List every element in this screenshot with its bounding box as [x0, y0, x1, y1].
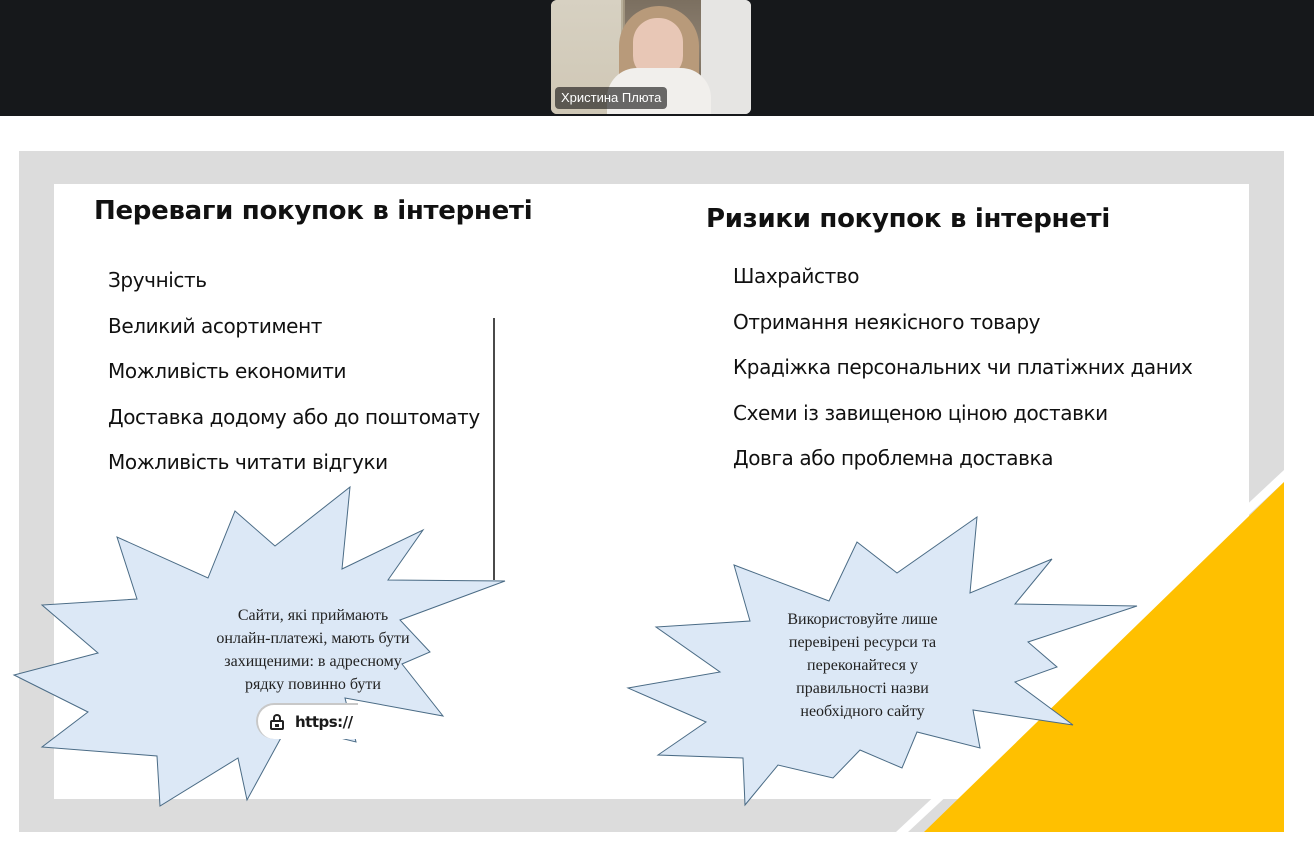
list-item: Крадіжка персональних чи платіжних даних [733, 355, 1193, 379]
risks-list: Шахрайство Отримання неякісного товару К… [733, 264, 1193, 492]
callout-line: переконайтеся у [807, 657, 918, 674]
callout-line: захищеними: в адресному [224, 653, 402, 670]
advantages-list: Зручність Великий асортимент Можливість … [108, 268, 480, 496]
callout-line: рядку повинно бути [245, 676, 381, 693]
left-callout-text: Сайти, які приймають онлайн-платежі, маю… [178, 604, 448, 696]
callout-line: правильності назви [796, 680, 929, 697]
participant-video-tile[interactable]: Христина Плюта [551, 0, 751, 114]
callout-line: онлайн-платежі, мають бути [216, 630, 410, 647]
callout-line: перевірені ресурси та [788, 634, 937, 651]
callout-line: необхідного сайту [800, 703, 925, 720]
list-item: Можливість економити [108, 359, 347, 383]
https-address-bar-image: https:// [256, 703, 358, 739]
list-item: Можливість читати відгуки [108, 450, 388, 474]
list-item: Доставка додому або до поштомату [108, 404, 480, 429]
right-callout-text: Використовуйте лише перевірені ресурси т… [745, 608, 980, 723]
callout-line: Сайти, які приймають [237, 607, 389, 624]
list-item: Отримання неякісного товару [733, 309, 1041, 334]
column-divider [493, 318, 495, 580]
risks-heading: Ризики покупок в інтернеті [706, 204, 1110, 234]
list-item: Шахрайство [733, 264, 860, 288]
https-text: https:// [295, 713, 353, 731]
lock-icon [270, 714, 284, 730]
list-item: Схеми із завищеною ціною доставки [733, 400, 1108, 425]
participant-name-tag: Христина Плюта [555, 87, 668, 109]
list-item: Довга або проблемна доставка [733, 446, 1054, 470]
list-item: Зручність [108, 268, 207, 292]
list-item: Великий асортимент [108, 313, 322, 338]
callout-line: Використовуйте лише [787, 611, 938, 628]
meeting-top-bar: Христина Плюта [0, 0, 1314, 116]
advantages-heading: Переваги покупок в інтернеті [94, 196, 533, 226]
